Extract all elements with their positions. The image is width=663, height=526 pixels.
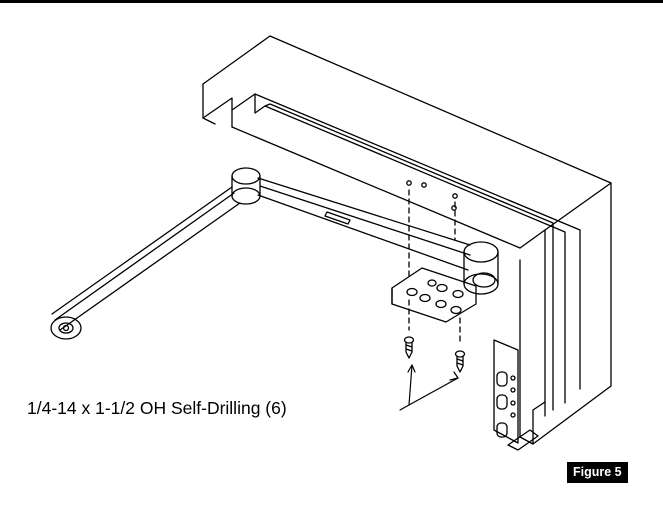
mounting-bracket <box>391 267 477 323</box>
door-frame <box>202 35 612 445</box>
callout-leader <box>399 364 459 411</box>
pilot-holes <box>406 180 458 211</box>
alignment-lines <box>408 189 461 346</box>
screw-icon <box>454 350 466 373</box>
screw-callout-label: 1/4-14 x 1-1/2 OH Self-Drilling (6) <box>27 398 287 418</box>
jamb-bracket <box>493 339 539 451</box>
closer-arm <box>50 167 499 340</box>
figure-label: Figure 5 <box>567 462 628 483</box>
screw-icon <box>403 336 415 359</box>
top-rule <box>0 0 663 3</box>
